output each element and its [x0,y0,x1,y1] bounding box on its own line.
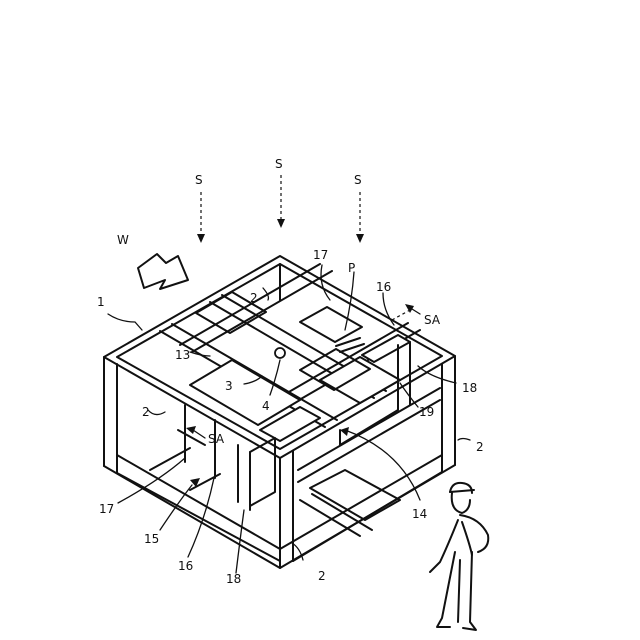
label-1: 1 [97,295,105,309]
label-2-right: 2 [476,440,484,454]
label-w: W [117,233,129,247]
wind-arrow-icon [138,254,188,289]
label-18-bottom: 18 [226,572,241,586]
label-sa-left: SA [208,432,225,446]
label-2-bottom: 2 [318,569,326,583]
label-17-left: 17 [99,502,114,516]
label-2-top: 2 [250,291,258,305]
person-figure [430,483,488,630]
label-s-3: S [354,173,362,187]
label-s-1: S [195,173,203,187]
label-2-left: 2 [142,405,150,419]
label-13: 13 [175,348,190,362]
label-p: P [348,261,355,275]
label-17-top: 17 [313,248,328,262]
sunlight-arrows [197,175,364,243]
label-15: 15 [144,532,159,546]
label-16-bottom: 16 [178,559,193,573]
label-14: 14 [412,507,427,521]
label-3: 3 [225,379,233,393]
label-19: 19 [419,405,434,419]
label-s-2: S [275,157,283,171]
label-18-right: 18 [462,381,477,395]
label-sa-top: SA [424,313,441,327]
label-16-top: 16 [376,280,391,294]
label-4: 4 [262,399,270,413]
